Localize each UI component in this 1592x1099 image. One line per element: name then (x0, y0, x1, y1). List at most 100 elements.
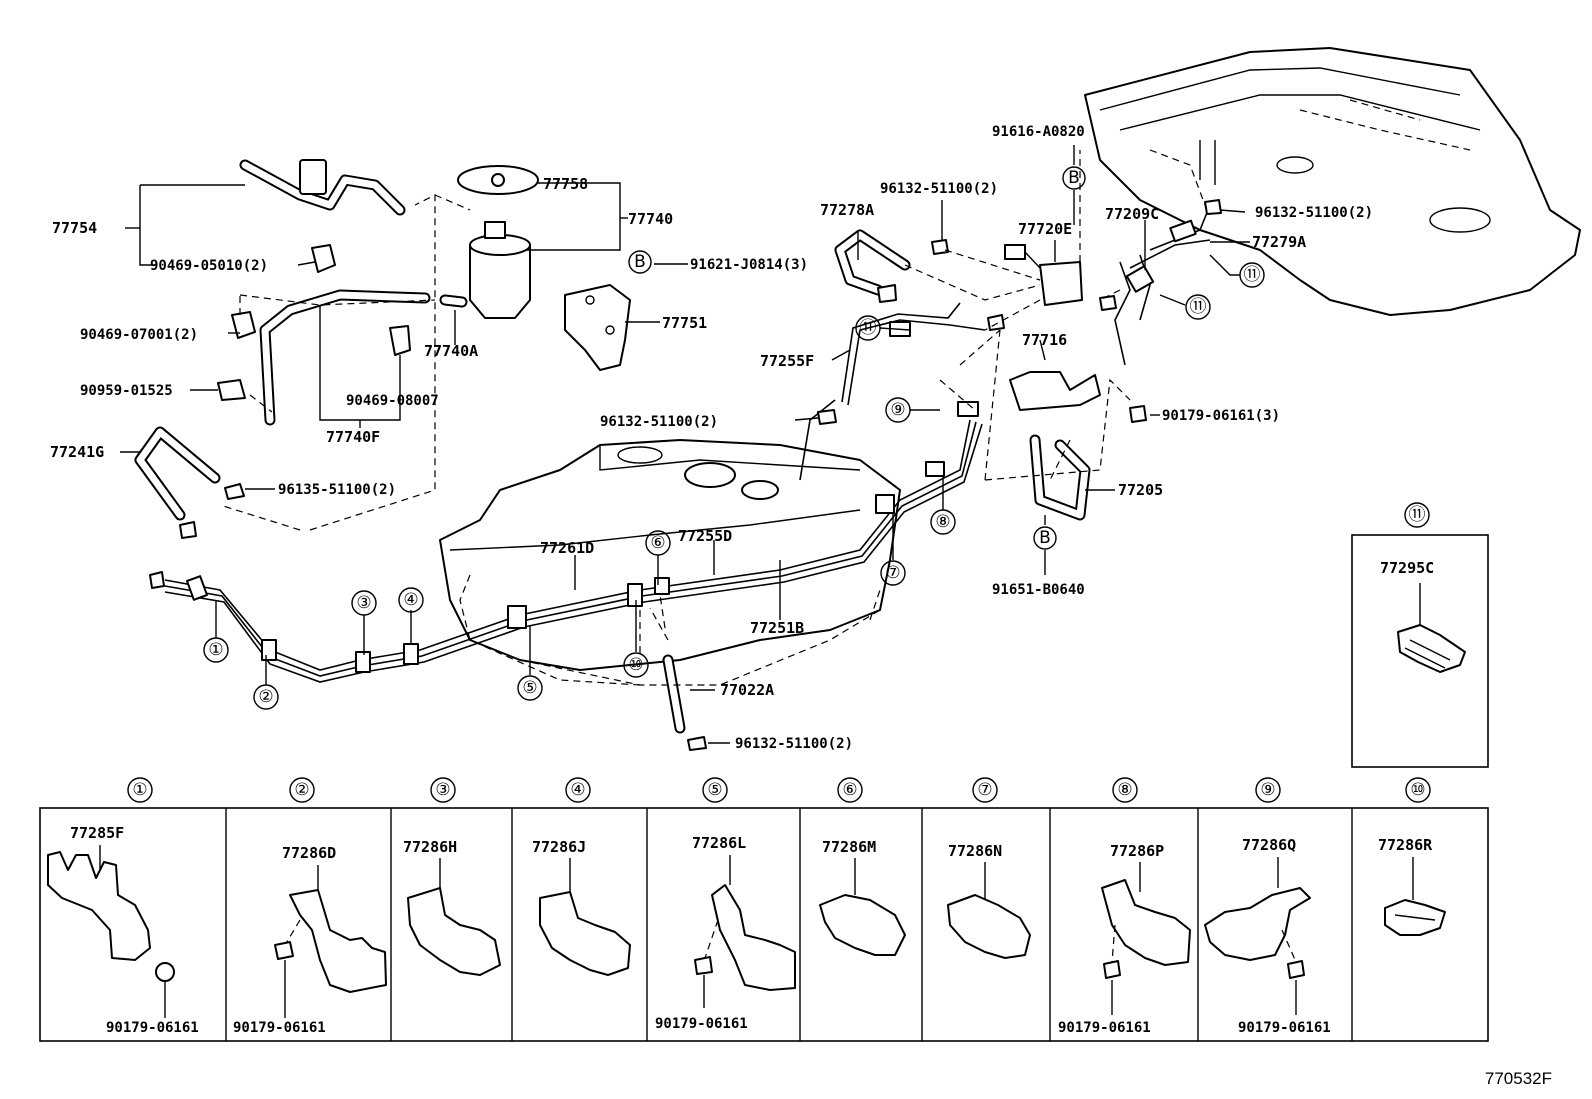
label-77205: 77205 (1118, 481, 1163, 499)
callout-10 (623, 652, 649, 678)
label-77209C: 77209C (1105, 205, 1159, 223)
clamp-panel-10: ⑩ 77286R (1378, 777, 1446, 936)
callout-4-label: ④ (403, 590, 418, 610)
hose-77022A (662, 654, 686, 734)
callout-4 (398, 587, 424, 613)
callout-11-b (1239, 262, 1265, 288)
label-77251B: 77251B (750, 619, 804, 637)
clamp-panel-3: ③ 77286H (403, 777, 501, 976)
fuel-tank-main (439, 439, 901, 686)
b-marker-1-label: B (634, 252, 646, 272)
b-marker-1 (628, 250, 652, 274)
callout-7-label: ⑦ (885, 563, 900, 583)
panel-5-part: 77286L (692, 834, 746, 852)
clamp-panel-9: ⑨ 77286Q 90179-06161 (1204, 777, 1331, 1036)
label-90469-05010: 90469-05010(2) (150, 258, 268, 274)
clamp-panel-2: ② 77286D 90179-06161 (233, 777, 387, 1036)
label-96132-d: 96132-51100(2) (735, 736, 853, 752)
panel-9-ref: ⑨ (1260, 780, 1275, 800)
b-marker-3-label: B (1039, 528, 1051, 548)
assembly-dashed-lines (219, 149, 1206, 686)
callout-11-b-label: ⑪ (1244, 265, 1261, 285)
label-96135: 96135-51100(2) (278, 482, 396, 498)
callout-3 (351, 590, 377, 616)
panel-8-bolt: 90179-06161 (1058, 1020, 1151, 1036)
panel-3-part: 77286H (403, 838, 457, 856)
valve-77720E (1004, 244, 1083, 306)
label-91616: 91616-A0820 (992, 124, 1085, 140)
clamp-panels-frame (39, 807, 1489, 1042)
label-77278A: 77278A (820, 201, 874, 219)
label-77241G: 77241G (50, 443, 104, 461)
label-90179-06161-3: 90179-06161(3) (1162, 408, 1280, 424)
callout-5 (517, 675, 543, 701)
label-77740A: 77740A (424, 342, 478, 360)
small-fasteners (149, 199, 1222, 751)
diagram-code: 770532F (1485, 1069, 1552, 1088)
label-77255F: 77255F (760, 352, 814, 370)
label-77754: 77754 (52, 219, 97, 237)
callout-3-label: ③ (356, 593, 371, 613)
callout-8 (930, 509, 956, 535)
label-77720E: 77720E (1018, 220, 1072, 238)
vent-hose-77754 (239, 159, 406, 216)
callout-10-label: ⑩ (628, 655, 643, 675)
clamp-panel-8: ⑧ 77286P 90179-06161 (1058, 777, 1191, 1036)
panel-5-bolt: 90179-06161 (655, 1016, 748, 1032)
panel-10-ref: ⑩ (1410, 780, 1425, 800)
clamp-panels (39, 807, 1489, 1042)
callout-11-d (1404, 502, 1430, 528)
callout-11-a-label: ⑪ (860, 318, 877, 338)
label-77758: 77758 (543, 175, 588, 193)
callout-6 (645, 530, 671, 556)
panel-4-part: 77286J (532, 838, 586, 856)
label-77740: 77740 (628, 210, 673, 228)
callout-5-label: ⑤ (522, 678, 537, 698)
part-labels: 77754 90469-05010(2) 77758 77740 B 91621… (50, 124, 1373, 752)
label-96132-b: 96132-51100(2) (1255, 205, 1373, 221)
b-marker-3 (1033, 526, 1057, 550)
fuel-filter-77740 (457, 165, 539, 319)
panel-4-ref: ④ (570, 780, 585, 800)
callout-9-label: ⑨ (890, 400, 905, 420)
label-90959: 90959-01525 (80, 383, 173, 399)
panel-6-part: 77286M (822, 838, 876, 856)
callout-7 (880, 560, 906, 586)
hose-77740A (439, 294, 468, 308)
panel-8-part: 77286P (1110, 842, 1164, 860)
clamp-panel-5: ⑤ 77286L 90179-06161 (655, 777, 796, 1032)
line-clamps (186, 219, 1197, 673)
hose-77740F (259, 289, 431, 426)
label-77751: 77751 (662, 314, 707, 332)
panel-7-ref: ⑦ (977, 780, 992, 800)
panel-2-ref: ② (294, 780, 309, 800)
callout-1 (203, 637, 229, 663)
label-77022A: 77022A (720, 681, 774, 699)
leader-lines (120, 145, 1250, 744)
label-96132-c: 96132-51100(2) (600, 414, 718, 430)
callout-11-d-label: ⑪ (1409, 505, 1426, 525)
panel-7-part: 77286N (948, 842, 1002, 860)
panel-9-bolt: 90179-06161 (1238, 1020, 1331, 1036)
bracket-77751 (564, 284, 631, 371)
callout-11-c (1185, 294, 1211, 320)
panel-5-ref: ⑤ (707, 780, 722, 800)
label-77261D: 77261D (540, 539, 594, 557)
callout-6-label: ⑥ (650, 533, 665, 553)
panel-3-ref: ③ (435, 780, 450, 800)
fuel-tank-upper (1084, 47, 1581, 316)
callout-2-label: ② (258, 687, 273, 707)
b-marker-2-label: B (1068, 168, 1080, 188)
label-77255D: 77255D (678, 527, 732, 545)
hose-77278A (834, 229, 911, 296)
label-90469-07001: 90469-07001(2) (80, 327, 198, 343)
clamp-panel-6: ⑥ 77286M (819, 777, 906, 956)
label-77279A: 77279A (1252, 233, 1306, 251)
panel-2-part: 77286D (282, 844, 336, 862)
hose-77241G (134, 426, 221, 521)
callout-9 (885, 397, 911, 423)
pipe-77205 (1029, 434, 1091, 521)
label-77295C: 77295C (1380, 559, 1434, 577)
callout-2 (253, 684, 279, 710)
